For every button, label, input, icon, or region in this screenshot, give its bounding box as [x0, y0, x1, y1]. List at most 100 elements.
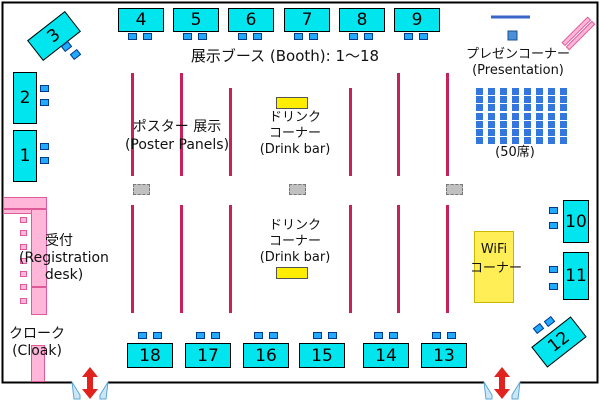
presentation-seat — [548, 129, 555, 136]
presentation-seat — [560, 96, 567, 104]
poster-panel — [229, 205, 232, 313]
presentation-seat — [476, 137, 483, 145]
booth-seat — [294, 33, 303, 40]
booth-11[interactable]: 11 — [563, 252, 589, 300]
registration-seat — [20, 230, 27, 236]
booth-seat — [196, 332, 205, 339]
poster-panel — [349, 205, 352, 313]
booth-title: 展示ブース (Booth): 1〜18 — [190, 47, 380, 65]
presentation-seat — [524, 137, 531, 145]
poster-panel — [229, 88, 232, 176]
presentation-seat — [500, 137, 507, 145]
presentation-seat — [476, 96, 483, 104]
booth-seat — [389, 332, 398, 339]
presentation-label-jp: プレゼンコーナー — [465, 47, 570, 62]
poster-label-en: (Poster Panels) — [124, 137, 230, 153]
booth-9[interactable]: 9 — [394, 8, 440, 32]
poster-label: ポスター 展示 (Poster Panels) — [112, 118, 242, 154]
speaker-podium — [507, 30, 518, 41]
booth-seat — [40, 99, 49, 106]
booth-seat — [328, 332, 337, 339]
presentation-seat — [512, 129, 519, 136]
booth-13[interactable]: 13 — [421, 343, 467, 368]
presentation-seat — [548, 112, 555, 120]
diagonal-door-top-right — [561, 16, 596, 51]
registration-seat — [20, 217, 27, 223]
presentation-seat — [560, 120, 567, 128]
pillar — [133, 184, 150, 195]
presentation-seat — [524, 88, 531, 95]
booth-seat — [313, 332, 322, 339]
door-leaf-icon — [511, 381, 521, 400]
booth-seat — [253, 33, 262, 40]
booth-8[interactable]: 8 — [339, 8, 385, 32]
presentation-seat — [536, 112, 543, 120]
presentation-seat — [500, 129, 507, 136]
cloak-label-jp: クローク — [9, 326, 65, 342]
booth-14[interactable]: 14 — [363, 343, 409, 368]
presentation-seat — [500, 120, 507, 128]
booth-18[interactable]: 18 — [127, 343, 173, 368]
presentation-seat — [560, 129, 567, 136]
drink-bar-bottom — [276, 267, 308, 279]
booth-seat — [40, 85, 49, 92]
wifi-corner — [474, 231, 514, 303]
booth-seat — [364, 33, 373, 40]
drink-top-jp1: ドリンク — [268, 110, 321, 125]
presentation-seat — [488, 96, 495, 104]
booth-4[interactable]: 4 — [118, 8, 164, 32]
registration-seat — [20, 271, 27, 277]
booth-6[interactable]: 6 — [228, 8, 274, 32]
booth-seat — [549, 266, 558, 273]
drink-top-jp2: コーナー — [268, 126, 321, 141]
presentation-seat — [560, 112, 567, 120]
registration-label: (Registration desk) — [14, 250, 114, 284]
registration-seat — [20, 244, 27, 250]
exit-arrow-left-icon — [82, 367, 98, 399]
presentation-seat — [488, 88, 495, 95]
booth-7[interactable]: 7 — [284, 8, 330, 32]
drink-top-en: (Drink bar) — [259, 142, 331, 157]
booth-seat — [254, 332, 263, 339]
presentation-seat — [476, 104, 483, 112]
presentation-seat — [536, 104, 543, 112]
presentation-seat — [524, 129, 531, 136]
presentation-seat — [500, 88, 507, 95]
presentation-seat — [548, 88, 555, 95]
booth-seat — [404, 33, 413, 40]
presentation-seat — [560, 137, 567, 145]
poster-panel — [397, 205, 400, 313]
booth-1[interactable]: 1 — [13, 130, 37, 182]
drink-label-top: ドリンク コーナー (Drink bar) — [245, 110, 345, 158]
presentation-seat — [536, 129, 543, 136]
presentation-seat — [512, 137, 519, 145]
presentation-seat — [560, 104, 567, 112]
drink-bottom-en: (Drink bar) — [259, 250, 331, 265]
booth-seat — [309, 33, 318, 40]
presentation-seat — [488, 129, 495, 136]
presentation-seat — [476, 129, 483, 136]
pillar — [289, 184, 306, 195]
presentation-seat — [536, 88, 543, 95]
door-leaf-icon — [71, 381, 81, 400]
booth-5[interactable]: 5 — [173, 8, 219, 32]
registration-desk-counter — [31, 209, 47, 287]
booth-seat — [40, 157, 49, 164]
presentation-seat — [512, 96, 519, 104]
booth-seat — [349, 33, 358, 40]
booth-16[interactable]: 16 — [243, 343, 289, 368]
drink-bottom-jp1: ドリンク — [268, 218, 321, 233]
presentation-seat — [476, 112, 483, 120]
pillar — [446, 184, 463, 195]
drink-label-bottom: ドリンク コーナー (Drink bar) — [245, 218, 345, 266]
booth-2[interactable]: 2 — [13, 72, 37, 124]
registration-seat — [20, 284, 27, 290]
cloak-label-en: (Cloak) — [12, 343, 62, 359]
booth-15[interactable]: 15 — [299, 343, 345, 368]
booth-17[interactable]: 17 — [185, 343, 231, 368]
booth-10[interactable]: 10 — [563, 200, 589, 243]
poster-panel — [180, 73, 183, 176]
registration-seat — [20, 298, 27, 304]
booth-seat — [269, 332, 278, 339]
wifi-label: WiFi コーナー — [470, 240, 522, 278]
